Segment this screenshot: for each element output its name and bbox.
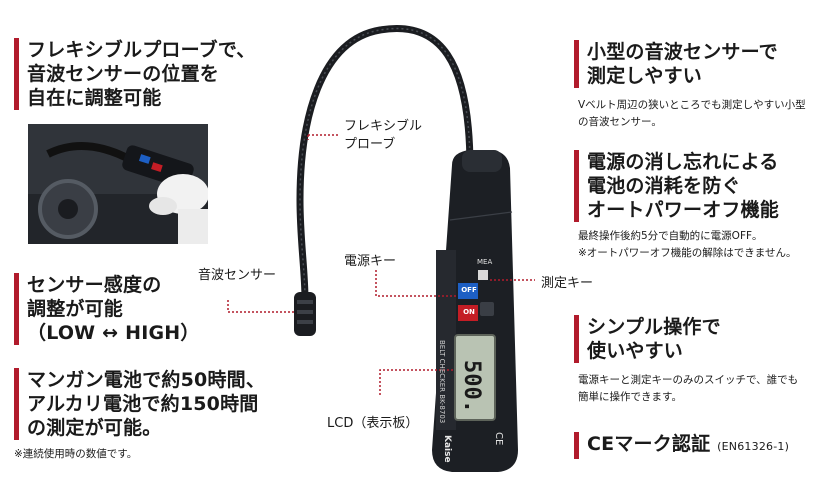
simple-operation-sub: 電源キーと測定キーのみのスイッチで、誰でも 簡単に操作できます。 xyxy=(578,372,798,406)
flex-probe-feature: フレキシブルプローブで、 音波センサーの位置を 自在に調整可能 xyxy=(14,38,256,110)
sensitivity-heading: センサー感度の 調整が可能 （LOW ↔ HIGH） xyxy=(27,273,200,345)
battery-heading-line-1: マンガン電池で約50時間、 xyxy=(27,369,266,391)
flex-heading-line-2: 音波センサーの位置を xyxy=(27,63,220,85)
on-button[interactable] xyxy=(458,305,478,321)
callout-flex-probe-line-1: フレキシブル xyxy=(344,119,423,134)
flex-heading-line-1: フレキシブルプローブで、 xyxy=(27,39,256,61)
battery-heading: マンガン電池で約50時間、 アルカリ電池で約150時間 の測定が可能。 xyxy=(27,368,265,440)
engine-photo-illustration xyxy=(28,124,208,244)
battery-heading-line-3: の測定が可能。 xyxy=(27,417,162,439)
simple-operation-feature: シンプル操作で 使いやすい xyxy=(574,315,721,363)
simple-sub-line-1: 電源キーと測定キーのみのスイッチで、誰でも xyxy=(578,374,799,386)
small-sensor-sub: Vベルト周辺の狭いところでも測定しやすい小型 の音波センサー。 xyxy=(578,97,806,131)
auto-power-off-heading: 電源の消し忘れによる 電池の消耗を防ぐ オートパワーオフ機能 xyxy=(587,150,779,222)
small-heading-line-1: 小型の音波センサーで xyxy=(587,41,778,63)
sensitivity-knob[interactable] xyxy=(480,302,494,316)
battery-feature: マンガン電池で約50時間、 アルカリ電池で約150時間 の測定が可能。 xyxy=(14,368,265,440)
off-label: OFF xyxy=(461,286,477,294)
power-heading-line-2: 電池の消耗を防ぐ xyxy=(587,175,741,197)
ce-mark-feature: CEマーク認証 (EN61326-1) xyxy=(574,432,789,459)
ce-heading-text: CEマーク認証 xyxy=(587,433,711,455)
flex-probe-heading: フレキシブルプローブで、 音波センサーの位置を 自在に調整可能 xyxy=(27,38,256,110)
power-sub-line-2: ※オートパワーオフ機能の解除はできません。 xyxy=(578,247,797,259)
battery-heading-line-2: アルカリ電池で約150時間 xyxy=(27,393,259,415)
mea-label: MEA xyxy=(477,258,493,266)
callout-power-key: 電源キー xyxy=(344,254,397,269)
model-text: BELT CHECKER BK-8703 xyxy=(438,340,446,424)
small-heading-line-2: 測定しやすい xyxy=(587,65,703,87)
on-label: ON xyxy=(463,308,475,316)
callout-sensor: 音波センサー xyxy=(198,268,277,283)
callout-flex-probe-line-2: プローブ xyxy=(344,137,396,152)
usage-photo xyxy=(28,124,208,244)
power-sub-line-1: 最終操作後約5分で自動的に電源OFF。 xyxy=(578,230,763,242)
power-heading-line-3: オートパワーオフ機能 xyxy=(587,199,780,221)
ce-mark-heading: CEマーク認証 (EN61326-1) xyxy=(587,432,789,459)
simple-sub-line-2: 簡単に操作できます。 xyxy=(578,391,682,403)
brand-logo: Kaise xyxy=(442,435,452,463)
sens-heading-line-3: （LOW ↔ HIGH） xyxy=(27,322,200,344)
ce-heading-standard: (EN61326-1) xyxy=(717,440,790,453)
auto-power-off-sub: 最終操作後約5分で自動的に電源OFF。 ※オートパワーオフ機能の解除はできません… xyxy=(578,228,796,262)
sens-heading-line-1: センサー感度の xyxy=(27,274,162,296)
callout-measure-key: 測定キー xyxy=(541,276,594,291)
callout-flex-probe: フレキシブル プローブ xyxy=(344,118,422,154)
small-sub-line-2: の音波センサー。 xyxy=(578,116,662,128)
simple-heading-line-2: 使いやすい xyxy=(587,340,684,362)
lcd-screen xyxy=(454,334,496,421)
small-sensor-feature: 小型の音波センサーで 測定しやすい xyxy=(574,40,778,88)
simple-heading-line-1: シンプル操作で xyxy=(587,316,721,338)
small-sub-line-1: Vベルト周辺の狭いところでも測定しやすい小型 xyxy=(578,99,806,111)
sens-heading-line-2: 調整が可能 xyxy=(27,298,124,320)
sensitivity-feature: センサー感度の 調整が可能 （LOW ↔ HIGH） xyxy=(14,273,200,345)
model-panel xyxy=(436,250,456,430)
small-sensor-heading: 小型の音波センサーで 測定しやすい xyxy=(587,40,778,88)
battery-note: ※連続使用時の数値です。 xyxy=(14,448,138,460)
measure-key-button[interactable] xyxy=(478,270,488,280)
flex-heading-line-3: 自在に調整可能 xyxy=(27,87,162,109)
lcd-reading: 500. xyxy=(459,360,484,413)
ce-mark-device: CE xyxy=(493,432,504,446)
off-button[interactable] xyxy=(458,283,478,299)
callout-lcd: LCD（表示板） xyxy=(327,416,419,431)
auto-power-off-feature: 電源の消し忘れによる 電池の消耗を防ぐ オートパワーオフ機能 xyxy=(574,150,779,222)
power-heading-line-1: 電源の消し忘れによる xyxy=(587,151,779,173)
simple-operation-heading: シンプル操作で 使いやすい xyxy=(587,315,721,363)
